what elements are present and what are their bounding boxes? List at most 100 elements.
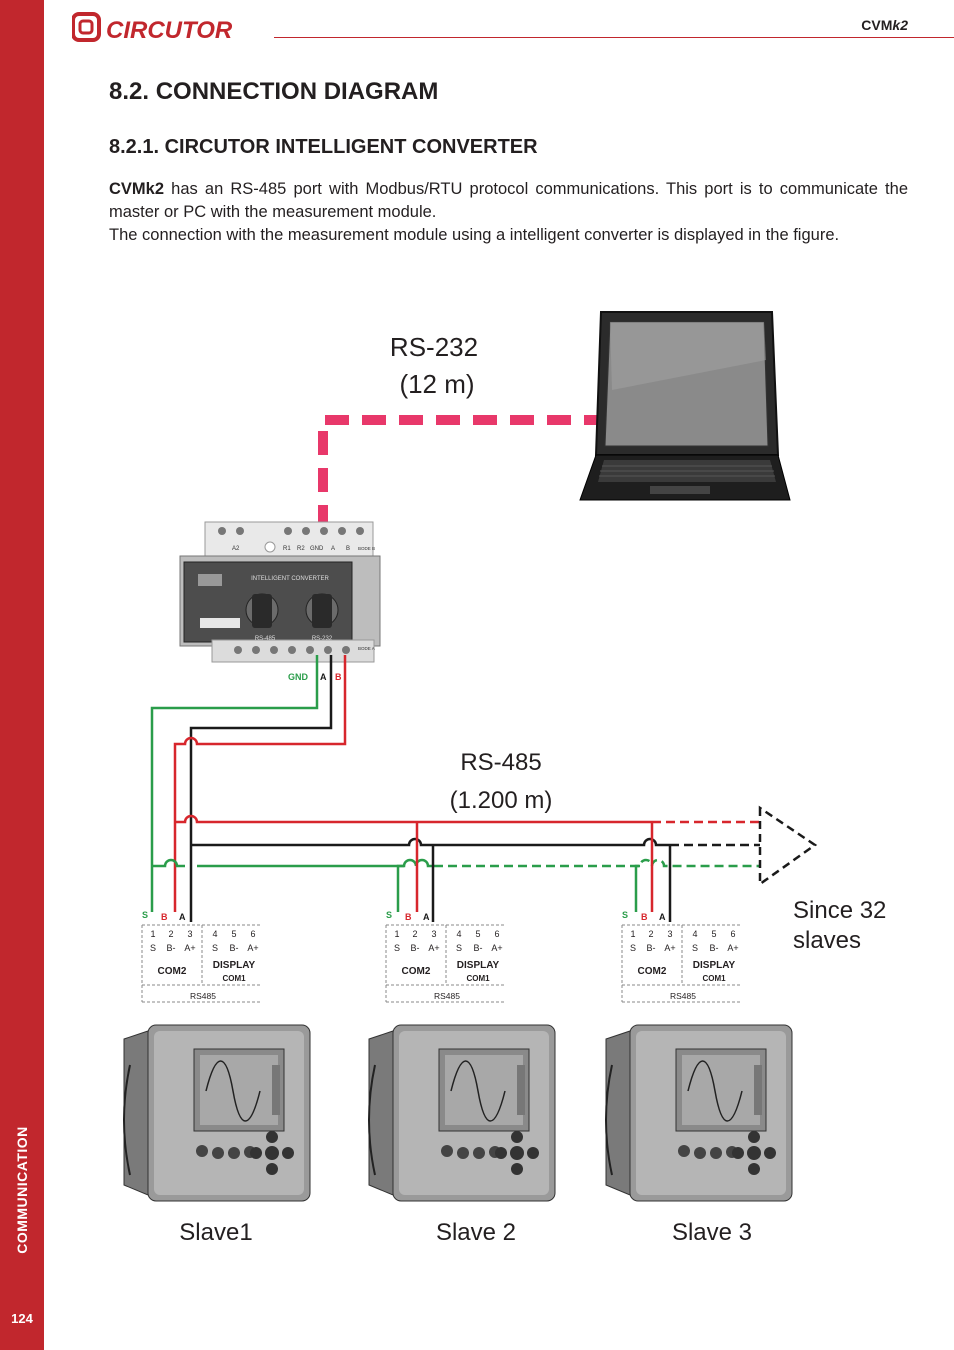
term-s-label: S — [386, 910, 392, 920]
term-sub-2: B- — [647, 943, 656, 953]
product-name: CVMk2 — [861, 17, 908, 33]
term-sub-6: A+ — [727, 943, 738, 953]
term-sub-4: S — [692, 943, 698, 953]
rs485-label: RS-485 — [460, 749, 541, 776]
conv-port-rs232: RS-232 — [312, 636, 333, 642]
paragraph-2: The connection with the measurement modu… — [109, 226, 840, 244]
term-num-1: 1 — [630, 929, 635, 939]
term-num-2: 2 — [168, 929, 173, 939]
product-suffix: k2 — [892, 17, 908, 33]
term-s-label: S — [622, 910, 628, 920]
conv-a-label: A — [320, 672, 327, 682]
gnd-bus-dashed — [434, 858, 760, 868]
term-num-3: 3 — [187, 929, 192, 939]
term-rs485: RS485 — [670, 991, 696, 1001]
term-num-6: 6 — [494, 929, 499, 939]
product-prefix: CVM — [861, 17, 893, 33]
laptop-icon — [579, 311, 791, 501]
body-text: CVMk2 has an RS-485 port with Modbus/RTU… — [109, 178, 908, 247]
term-sub-4: S — [212, 943, 218, 953]
circutor-logo: CIRCUTOR — [72, 12, 233, 44]
conv-term-a: A — [331, 546, 335, 552]
term-b-label: B — [161, 912, 168, 922]
term-num-4: 4 — [456, 929, 461, 939]
conv-term-a2: A2 — [232, 546, 240, 552]
slave1-meter — [123, 1024, 311, 1202]
header-rule — [274, 37, 954, 38]
term-sub-2: B- — [411, 943, 420, 953]
conv-term-b: B — [346, 546, 350, 552]
slave1-label: Slave1 — [179, 1219, 252, 1246]
term-com2: COM2 — [158, 966, 187, 977]
term-sub-1: S — [394, 943, 400, 953]
term-a-label: A — [423, 912, 430, 922]
rs232-length: (12 m) — [399, 369, 474, 399]
slave1-terminal-block: S B A 1 2 3 4 5 6 S B- A+ S B- A+ COM2 D… — [141, 910, 262, 1003]
rs485-bus — [150, 655, 760, 922]
a-bus — [191, 837, 670, 847]
term-sub-6: A+ — [247, 943, 258, 953]
term-sub-2: B- — [167, 943, 176, 953]
term-num-1: 1 — [150, 929, 155, 939]
term-num-5: 5 — [231, 929, 236, 939]
term-sub-3: A+ — [664, 943, 675, 953]
slave3-meter — [605, 1024, 793, 1202]
term-display: DISPLAY — [213, 960, 256, 971]
term-num-4: 4 — [212, 929, 217, 939]
term-display: DISPLAY — [693, 960, 736, 971]
paragraph-1: CVMk2 has an RS-485 port with Modbus/RTU… — [109, 178, 908, 224]
term-com1: COM1 — [702, 974, 726, 983]
term-num-2: 2 — [648, 929, 653, 939]
term-b-label: B — [641, 912, 648, 922]
since-line-2: slaves — [793, 927, 861, 954]
conv-gnd-label: GND — [288, 672, 309, 682]
a-wire — [189, 655, 333, 922]
term-b-label: B — [405, 912, 412, 922]
rs232-label: RS-232 — [390, 332, 478, 362]
conv-term-r1: R1 — [283, 546, 291, 552]
sidebar: COMMUNICATION 124 — [0, 0, 44, 1350]
slave2-label: Slave 2 — [436, 1219, 516, 1246]
term-sub-5: B- — [474, 943, 483, 953]
conv-bode-a: BODE A — [358, 646, 375, 651]
gnd-bus — [152, 858, 434, 868]
converter-title: INTELLIGENT CONVERTER — [251, 576, 329, 582]
term-com2: COM2 — [402, 966, 431, 977]
rs485-length: (1.200 m) — [450, 787, 553, 814]
term-num-3: 3 — [431, 929, 436, 939]
term-sub-3: A+ — [428, 943, 439, 953]
term-a-label: A — [179, 912, 186, 922]
term-num-1: 1 — [394, 929, 399, 939]
gnd-wire — [150, 655, 319, 912]
subsection-heading: 8.2.1. CIRCUTOR INTELLIGENT CONVERTER — [109, 136, 538, 158]
conv-term-bode-b: BODE B — [358, 546, 375, 551]
b-bus — [175, 814, 652, 824]
conv-term-gnd: GND — [310, 546, 324, 552]
brand-text: CIRCUTOR — [106, 17, 233, 44]
paragraph-1-text: has an RS-485 port with Modbus/RTU proto… — [109, 180, 908, 221]
term-sub-6: A+ — [491, 943, 502, 953]
b-wire — [173, 655, 347, 912]
term-rs485: RS485 — [434, 991, 460, 1001]
connection-diagram: RS-232 (12 m) A2 — [123, 311, 886, 1246]
term-sub-1: S — [630, 943, 636, 953]
slave3-terminal-block: S B A 1 2 3 4 5 6 S B- A+ S B- A+ COM2 D… — [621, 910, 742, 1003]
term-sub-5: B- — [710, 943, 719, 953]
term-num-6: 6 — [730, 929, 735, 939]
term-sub-4: S — [456, 943, 462, 953]
section-heading: 8.2. CONNECTION DIAGRAM — [109, 78, 439, 105]
intelligent-converter: A2 R1 R2 GND A B BODE B INTELLIGENT CONV… — [179, 521, 381, 663]
slave2-s-drop — [396, 864, 404, 912]
term-s-label: S — [142, 910, 148, 920]
term-num-6: 6 — [250, 929, 255, 939]
term-a-label: A — [659, 912, 666, 922]
term-com1: COM1 — [222, 974, 246, 983]
bus-arrow — [758, 805, 818, 887]
since-line-1: Since 32 — [793, 897, 886, 924]
page-number: 124 — [11, 1311, 33, 1326]
term-num-4: 4 — [692, 929, 697, 939]
slave2-terminal-block: S B A 1 2 3 4 5 6 S B- A+ S B- A+ COM2 D… — [385, 910, 506, 1003]
term-display: DISPLAY — [457, 960, 500, 971]
slave3-label: Slave 3 — [672, 1219, 752, 1246]
product-bold: CVMk2 — [109, 180, 165, 198]
